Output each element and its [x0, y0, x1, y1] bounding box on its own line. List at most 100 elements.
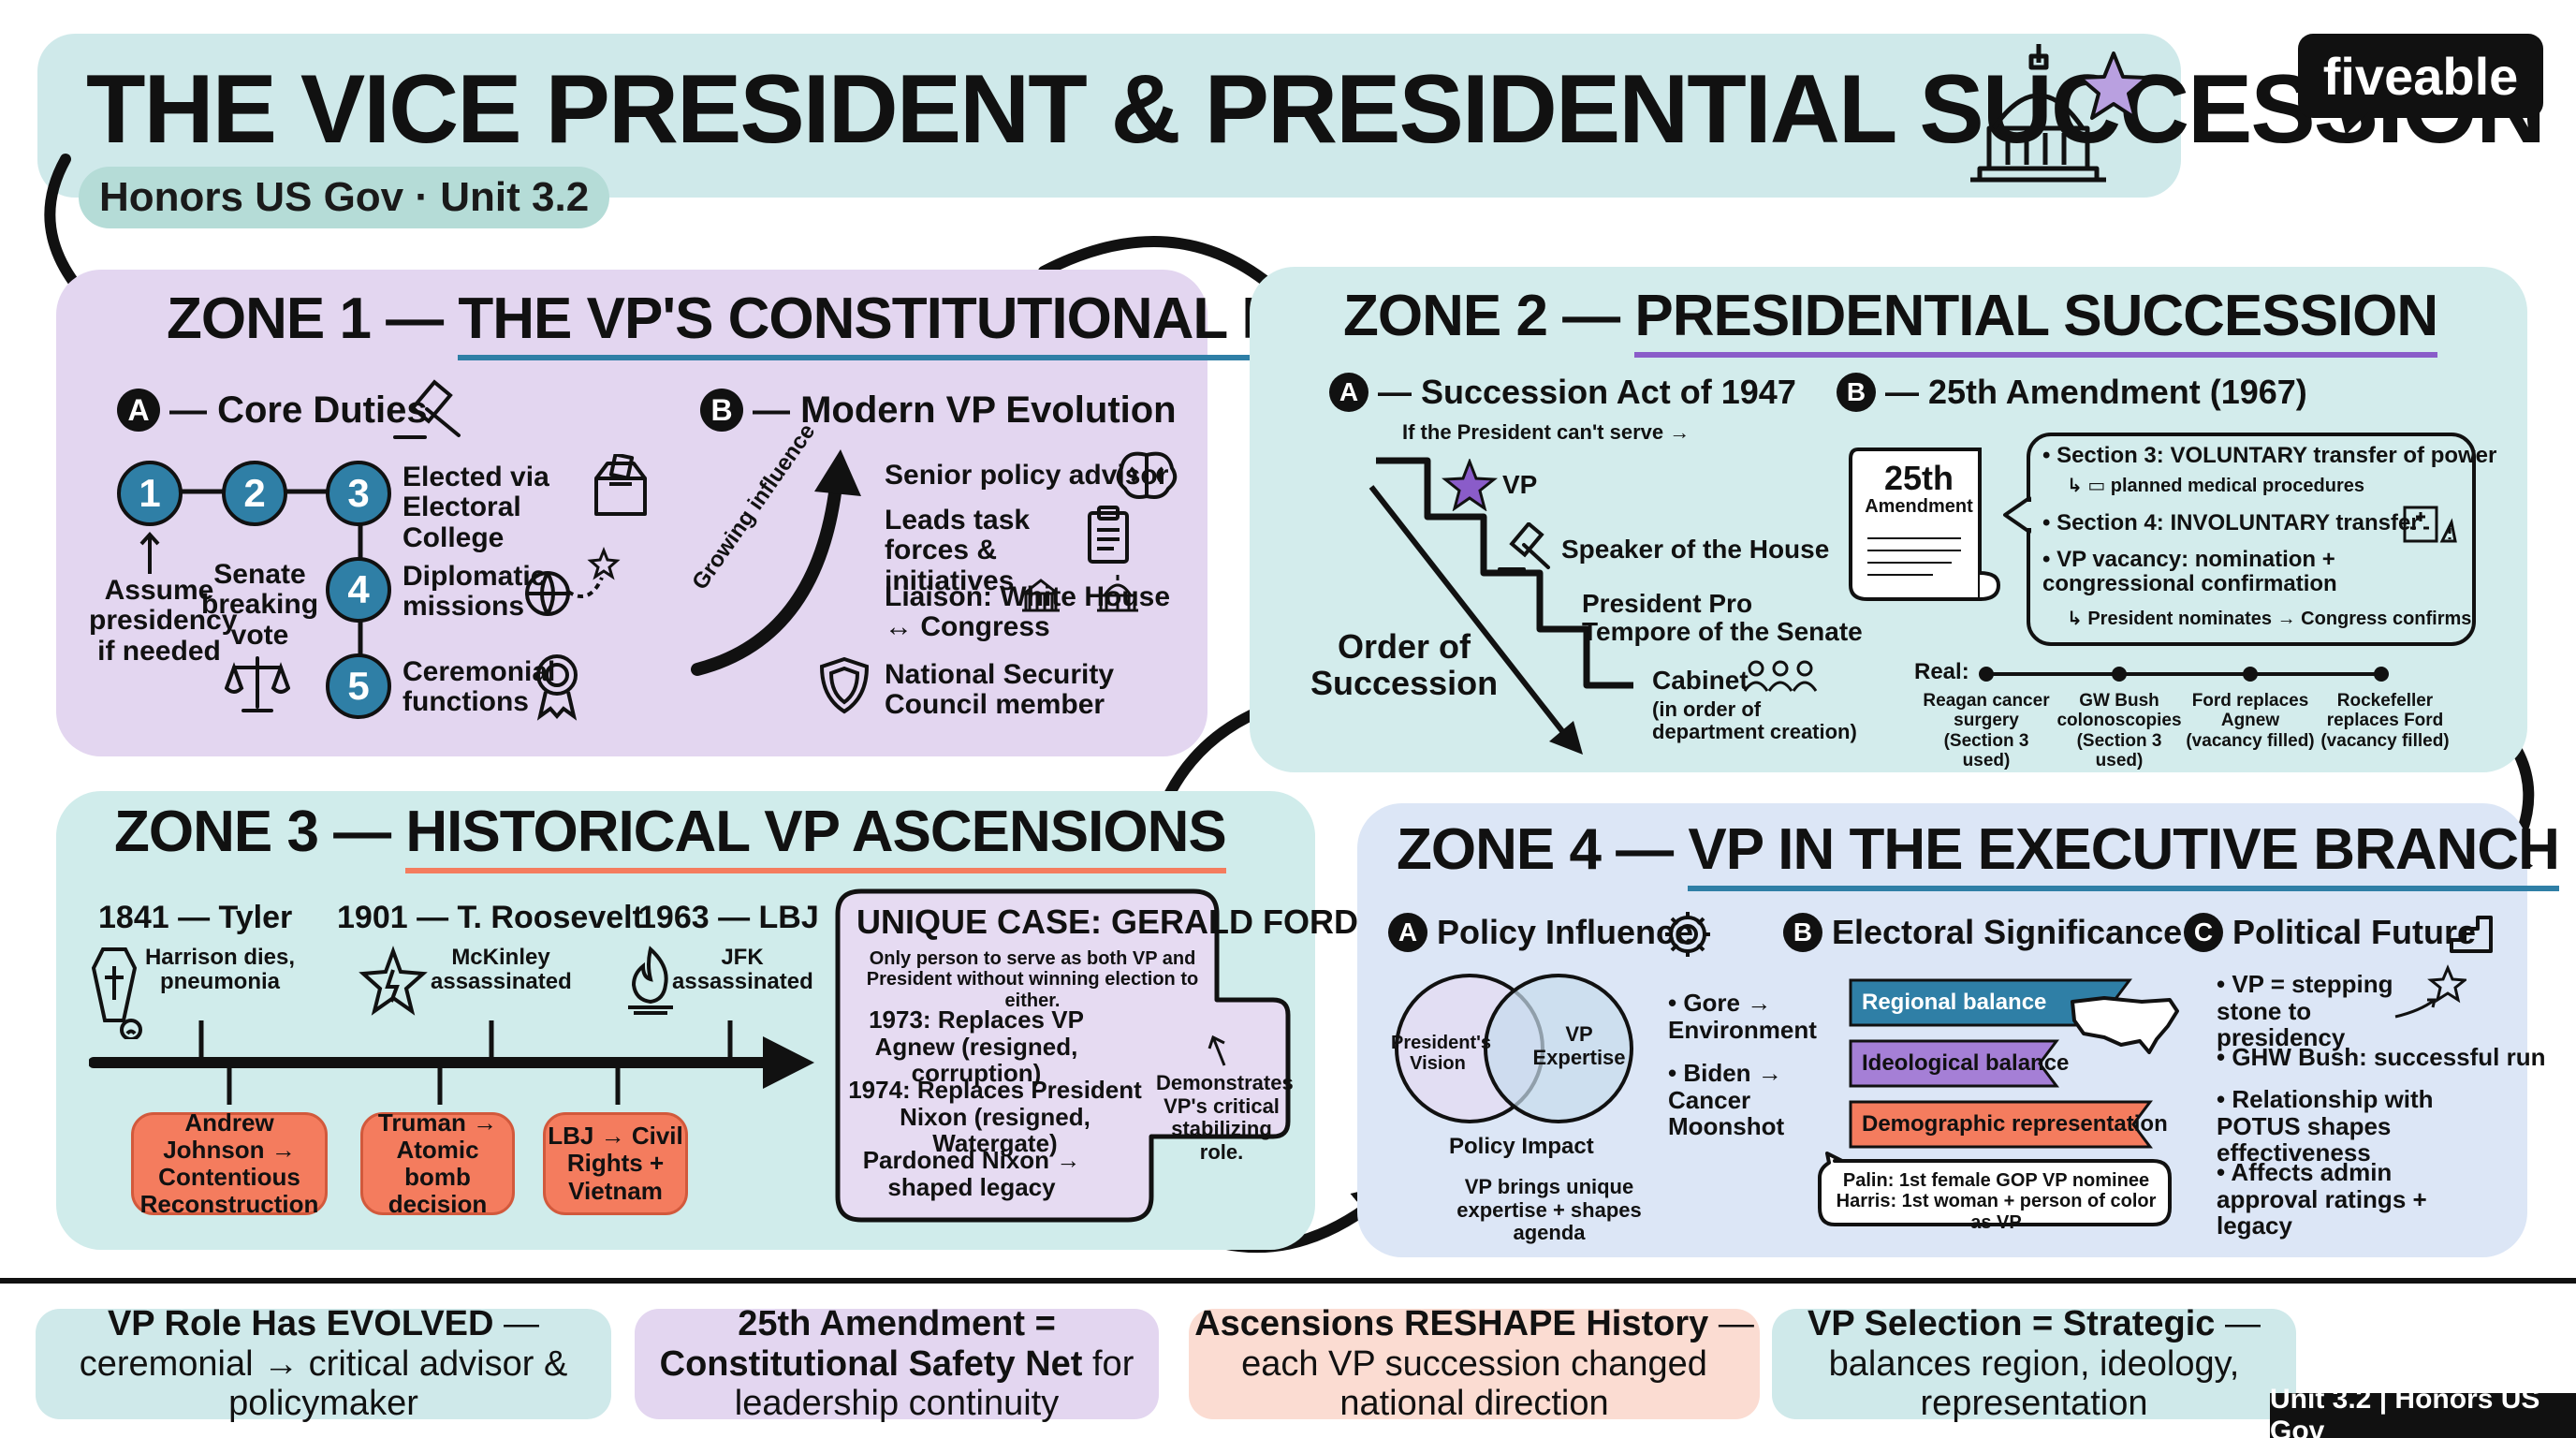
page-title: THE VICE PRESIDENT & PRESIDENTIAL SUCCES…: [86, 55, 2546, 164]
venn-right-label: VP Expertise: [1532, 1022, 1626, 1069]
section-letter: A: [117, 389, 160, 432]
section-letter: A: [1329, 373, 1368, 412]
duty-number-2: 2: [222, 461, 287, 526]
buildings-icon: [1022, 575, 1138, 612]
duty-label-2: Senate breaking vote: [201, 559, 319, 651]
starburst-icon: [359, 946, 428, 1016]
ascension-year-1: 1841 — Tyler: [98, 900, 293, 935]
subtitle-pill: Honors US Gov · Unit 3.2: [79, 167, 610, 228]
star-arrow-icon: [2394, 964, 2466, 1019]
amendment-bullet-1-sub: ↳ ▭ planned medical procedures: [2067, 476, 2364, 496]
bubble-pointer: [2003, 496, 2033, 534]
ascension-cause-2: McKinley assassinated: [431, 945, 572, 995]
zone-4-section-b-heading: B Electoral Significance: [1783, 913, 2182, 952]
scroll-icon: [1849, 448, 2001, 601]
duty-label-1: Assume presidency if needed: [89, 575, 238, 667]
future-bullet-3: • Relationship with POTUS shapes effecti…: [2217, 1085, 2434, 1167]
ascension-result-1: Andrew Johnson → Contentious Reconstruct…: [131, 1108, 328, 1218]
section-letter: B: [1783, 913, 1822, 952]
zone-2-section-a-heading: A — Succession Act of 1947: [1329, 373, 1796, 412]
ford-side-note: Demonstrates VP's critical stabilizing r…: [1156, 1071, 1294, 1164]
zone-4-heading: VP IN THE EXECUTIVE BRANCH: [1688, 817, 2560, 891]
amendment-bullet-1: • Section 3: VOLUNTARY transfer of power: [2042, 443, 2497, 468]
duty-label-4: Diplomatic missions: [402, 561, 547, 623]
evolution-item-2: Leads task forces & initiatives: [885, 505, 1031, 596]
ford-item-2: 1974: Replaces President Nixon (resigned…: [848, 1076, 1142, 1158]
duty-label-3: Elected via Electoral College: [402, 462, 549, 553]
footer-card-3: Ascensions RESHAPE History — each VP suc…: [1189, 1304, 1760, 1423]
zone-2-prefix: ZONE 2 —: [1343, 284, 1620, 348]
ford-item-3: Pardoned Nixon → shaped legacy: [862, 1146, 1081, 1201]
logo-tail: [2340, 112, 2368, 135]
zone-2-section-b-heading: B — 25th Amendment (1967): [1837, 373, 2307, 412]
zone-4-section-c-heading: C Political Future: [2184, 913, 2476, 952]
footer-card-4: VP Selection = Strategic — balances regi…: [1772, 1304, 2296, 1423]
medal-icon: [536, 654, 578, 721]
scroll-subtitle: Amendment: [1865, 496, 1973, 517]
ascension-year-3: 1963 — LBJ: [638, 900, 819, 935]
succession-step-4: Cabinet: [1652, 666, 1749, 695]
duty-label-5: Ceremonial functions: [402, 656, 556, 718]
ford-card: [835, 888, 1291, 1223]
venn-left-label: President's Vision: [1391, 1033, 1492, 1075]
footer-card-1: VP Role Has EVOLVED — ceremonial → criti…: [36, 1304, 611, 1423]
ascension-cause-1: Harrison dies, pneumonia: [144, 945, 296, 995]
callout-bubble: [1818, 1152, 2172, 1226]
zone-2-heading: PRESIDENTIAL SUCCESSION: [1634, 284, 2438, 358]
evolution-item-4: National Security Council member: [885, 659, 1115, 721]
zone-4-title: ZONE 4 — VP IN THE EXECUTIVE BRANCH: [1397, 816, 2560, 891]
real-timeline: [1979, 667, 2389, 682]
zone-3-prefix: ZONE 3 —: [114, 800, 391, 864]
zone-1-section-b-heading: B — Modern VP Evolution: [700, 389, 1177, 432]
coffin-icon: [91, 947, 142, 1039]
section-letter: C: [2184, 913, 2223, 952]
amendment-bullet-3: • VP vacancy: nomination + congressional…: [2042, 547, 2337, 597]
order-of-succession-label: Order of Succession: [1310, 627, 1499, 702]
scroll-title: 25th: [1883, 459, 1954, 497]
duty-number-5: 5: [326, 653, 391, 719]
succession-note: If the President can't serve →: [1402, 420, 1690, 444]
venn-caption: Policy Impact: [1449, 1134, 1594, 1159]
scales-icon: [225, 656, 290, 712]
capitol-icon: [1970, 44, 2106, 183]
timeline-event-2: GW Bush colonoscopies(Section 3 used): [2056, 691, 2182, 770]
zone-1-heading: THE VP'S CONSTITUTIONAL ROLE: [458, 286, 1400, 360]
ballot-box-icon: [594, 454, 647, 516]
brain-icon: [1116, 451, 1178, 499]
gavel-icon: [393, 379, 461, 439]
cabinet-note: (in order of department creation): [1652, 697, 1857, 744]
banner-ideological-balance: Ideological balance: [1862, 1050, 2070, 1076]
banner-demographic-shape: [1849, 1100, 2153, 1149]
ford-subtitle: Only person to serve as both VP and Pres…: [866, 948, 1199, 1011]
policy-bullet-2: • Biden → Cancer Moonshot: [1668, 1059, 1785, 1141]
gear-icon: [1665, 912, 1710, 957]
duty-number-1: 1: [117, 461, 183, 526]
banner-demographic-representation: Demographic representation: [1862, 1111, 2168, 1137]
succession-step-3: President Pro Tempore of the Senate: [1582, 589, 1863, 647]
zone-1-section-a-heading: A — Core Duties: [117, 389, 428, 432]
zone-3-heading: HISTORICAL VP ASCENSIONS: [405, 800, 1227, 873]
star-icon: [2078, 51, 2149, 120]
succession-step-2: Speaker of the House: [1561, 535, 1830, 564]
future-bullet-1: • VP = stepping stone to presidency: [2217, 970, 2393, 1052]
amendment-bullet-3-sub: ↳ President nominates → Congress confirm…: [2067, 609, 2472, 629]
policy-footnote: VP brings unique expertise + shapes agen…: [1456, 1175, 1642, 1245]
ascension-result-2: Truman → Atomic bomb decision: [360, 1108, 515, 1218]
footer-unit-tag: Unit 3.2 | Honors US Gov: [2270, 1384, 2576, 1438]
banner-ideological-shape: [1849, 1039, 2059, 1088]
zone-1-prefix: ZONE 1 —: [167, 286, 444, 351]
banner-regional-balance: Regional balance: [1862, 990, 2047, 1015]
ascension-timeline: [89, 1020, 814, 1105]
timeline-event-4: Rockefeller replaces Ford(vacancy filled…: [2320, 691, 2450, 751]
zone-4-prefix: ZONE 4 —: [1397, 817, 1674, 882]
zone-1-title: ZONE 1 — THE VP'S CONSTITUTIONAL ROLE: [167, 286, 1400, 360]
pointer-arrow-icon: [1208, 1034, 1226, 1066]
zone-2-title: ZONE 2 — PRESIDENTIAL SUCCESSION: [1343, 283, 2438, 358]
gavel-icon: [1498, 522, 1550, 571]
clipboard-icon: [1088, 506, 1129, 564]
real-label: Real:: [1914, 659, 1969, 684]
timeline-event-1: Reagan cancer surgery(Section 3 used): [1923, 691, 2050, 770]
growth-arrow-icon: [691, 449, 861, 676]
shield-icon: [819, 656, 870, 714]
zone-3-title: ZONE 3 — HISTORICAL VP ASCENSIONS: [114, 799, 1227, 873]
